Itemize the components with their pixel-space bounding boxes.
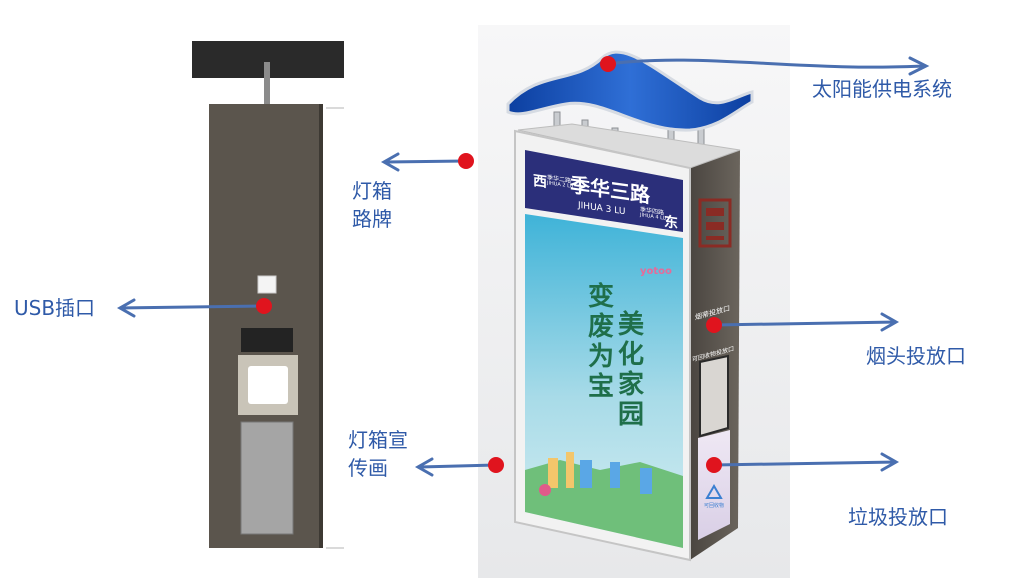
label-lightbox-sign-1: 灯箱 <box>352 179 392 203</box>
seal-logo <box>698 198 732 248</box>
label-lightbox-ad-2: 传画 <box>348 456 388 480</box>
marker-usb <box>256 298 272 314</box>
label-garbage: 垃圾投放口 <box>848 505 948 529</box>
label-solar: 太阳能供电系统 <box>812 77 952 101</box>
label-usb: USB插口 <box>14 296 96 320</box>
arrow-lightbox-ad <box>418 463 498 469</box>
poster-slogan-col2: 美化家园 <box>618 310 645 430</box>
street-sign <box>525 150 683 232</box>
arrow-usb <box>120 304 266 310</box>
marker-solar <box>600 56 616 72</box>
solar-roof <box>506 50 754 132</box>
side-dark-slot <box>241 328 293 352</box>
marker-lightbox-sign <box>458 153 474 169</box>
arrow-lightbox-sign <box>384 159 468 164</box>
marker-lightbox-ad <box>488 457 504 473</box>
recycle-symbol <box>705 484 723 499</box>
side-usb-port <box>257 275 277 294</box>
marker-garbage <box>706 457 722 473</box>
side-mast <box>264 62 270 106</box>
label-lightbox-ad-1: 灯箱宣 <box>348 428 408 452</box>
side-bin-door <box>240 421 294 535</box>
recycle-opening <box>699 354 729 438</box>
arrow-garbage <box>712 460 896 467</box>
label-cigarette: 烟头投放口 <box>866 344 966 368</box>
arrow-solar <box>606 58 927 69</box>
bin-label: 可回收物 <box>704 503 725 509</box>
arrow-cigarette <box>712 320 896 327</box>
poster-brand: yotoo <box>640 266 672 277</box>
label-lightbox-sign-2: 路牌 <box>352 207 392 231</box>
marker-cigarette <box>706 317 722 333</box>
poster-slogan-col1: 变废为宝 <box>588 282 615 402</box>
